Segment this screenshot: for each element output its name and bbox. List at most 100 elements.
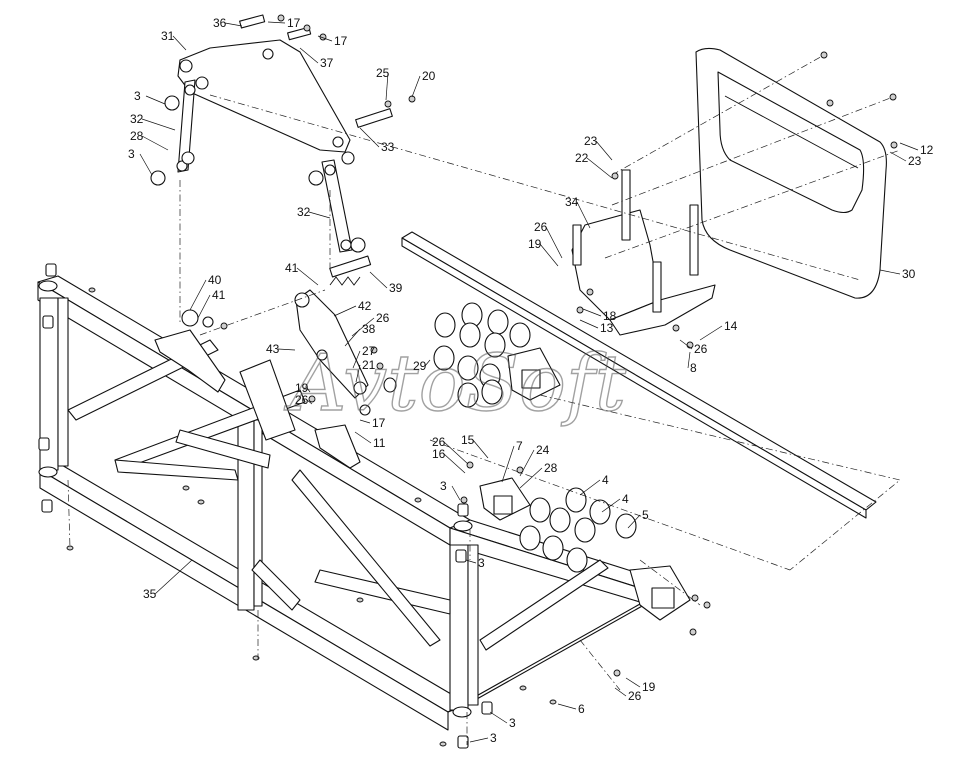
callout-leader [306, 387, 311, 393]
callout-number: 16 [432, 447, 446, 461]
lever-assembly [181, 289, 397, 441]
hardware [220, 14, 898, 677]
callout-leader [469, 737, 489, 743]
callout-leader [687, 351, 691, 369]
callout-leader [359, 419, 371, 424]
callout-leader [489, 711, 508, 724]
callout-leader [197, 294, 211, 319]
callout-leader [443, 453, 466, 474]
callout-number: 25 [376, 66, 390, 80]
callout-number: 4 [622, 492, 629, 506]
callout-number: 18 [603, 309, 617, 323]
tank-frame [695, 47, 887, 299]
callout-leader [306, 399, 313, 405]
long-beam [401, 231, 877, 519]
callout-number: 38 [362, 322, 376, 336]
callout-number: 20 [422, 69, 436, 83]
callout-number: 35 [143, 587, 157, 601]
callout-number: 3 [128, 147, 135, 161]
callout-leader [576, 201, 591, 229]
roller-group-upper [433, 302, 531, 408]
callout-number: 33 [381, 140, 395, 154]
callout-leader [579, 319, 599, 329]
watermark: AvtoSoft [284, 339, 627, 429]
callout-number: 8 [690, 361, 697, 375]
callout-number: 11 [373, 436, 386, 450]
callout-number: 3 [490, 731, 497, 745]
callout-number: 3 [134, 89, 141, 103]
clamp-bracket [479, 347, 561, 521]
callout-number: 32 [130, 112, 144, 126]
callout-number: 17 [287, 16, 301, 30]
tank-bracket [571, 169, 716, 336]
callout-number: 26 [432, 435, 446, 449]
callout-number: 39 [389, 281, 403, 295]
callout-leader [344, 328, 361, 347]
callout-number: 3 [509, 716, 516, 730]
callout-leader [627, 514, 641, 529]
callout-number: 24 [536, 443, 550, 457]
callout-number: 3 [478, 556, 485, 570]
callout-number: 19 [642, 680, 656, 694]
callout-leader [582, 308, 602, 317]
callout-number: 4 [602, 473, 609, 487]
callout-number: 26 [295, 393, 309, 407]
callout-leader [519, 449, 535, 477]
assembly-lines [67, 54, 901, 745]
callout-leader [424, 359, 431, 367]
callout-leader [354, 431, 372, 444]
callout-number: 19 [295, 381, 309, 395]
callout-leader [899, 142, 919, 151]
callout-number: 23 [908, 154, 922, 168]
callout-leaders [139, 21, 919, 743]
callout-leader [385, 72, 389, 101]
callout-leader [614, 687, 627, 697]
callout-leader [299, 47, 319, 64]
callout-leader [879, 269, 901, 275]
callout-leader [601, 498, 621, 513]
callout-leader [352, 350, 361, 369]
callout-number: 42 [358, 299, 372, 313]
callout-number: 27 [362, 344, 376, 358]
callout-number: 17 [334, 34, 348, 48]
callout-number: 13 [600, 321, 614, 335]
callout-number: 37 [320, 56, 334, 70]
callout-number: 34 [565, 195, 579, 209]
callout-number: 31 [161, 29, 175, 43]
callout-leader [333, 305, 357, 317]
callout-number: 29 [413, 359, 427, 373]
callout-leader [172, 35, 187, 51]
callout-number: 22 [575, 151, 589, 165]
callout-number: 28 [130, 129, 144, 143]
callout-leader [145, 95, 166, 105]
callout-leader [369, 271, 388, 289]
callout-leader [189, 279, 207, 311]
callout-leader [595, 140, 613, 161]
upper-linkage [150, 14, 393, 286]
callout-leader [355, 364, 361, 383]
callout-leader [545, 226, 563, 259]
callout-number: 43 [266, 342, 280, 356]
callout-number: 40 [208, 273, 222, 287]
callout-leader [579, 479, 601, 496]
callout-number: 30 [902, 267, 916, 281]
callout-leader [139, 153, 153, 176]
callout-number: 41 [212, 288, 226, 302]
callout-leader [443, 441, 469, 465]
callout-leader [557, 703, 577, 710]
callout-leader [154, 559, 193, 595]
callout-number: 28 [544, 461, 558, 475]
callout-leader [308, 211, 331, 219]
callout-number: 21 [362, 358, 376, 372]
callout-number: 23 [584, 134, 598, 148]
callout-leader [889, 151, 907, 162]
callout-number: 12 [920, 143, 934, 157]
callout-leader [586, 157, 613, 179]
callout-number: 14 [724, 319, 738, 333]
callout-leader [224, 22, 243, 27]
callout-leader [451, 485, 461, 501]
callout-leader [359, 127, 380, 148]
callout-number: 6 [578, 702, 585, 716]
